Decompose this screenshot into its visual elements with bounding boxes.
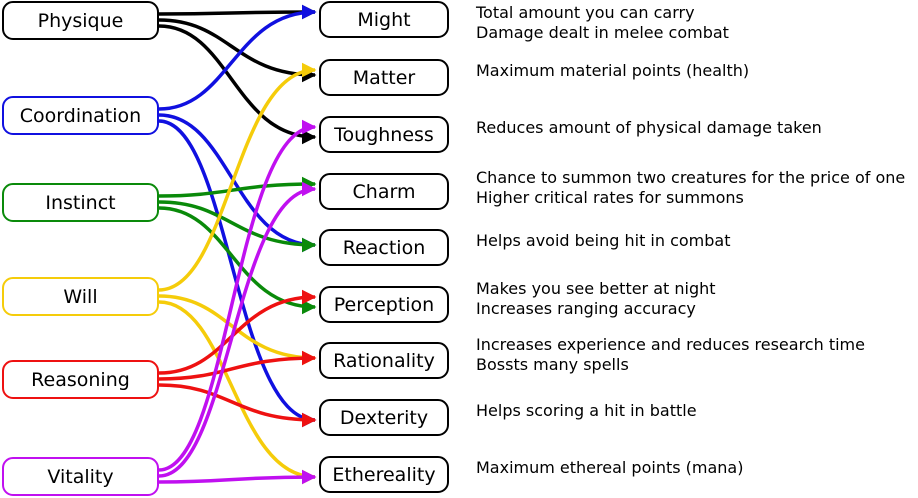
arrow-physique-to-matter <box>158 18 317 83</box>
description-line: Total amount you can carry <box>476 3 695 22</box>
arrow-instinct-to-charm <box>158 176 317 198</box>
arrow-coordination-to-dexterity <box>158 119 317 428</box>
arrow-vitality-to-toughness <box>158 119 317 472</box>
description-line: Increases experience and reduces researc… <box>476 335 865 354</box>
arrow-instinct-to-perception <box>158 206 317 315</box>
stat-label: Toughness <box>334 123 434 146</box>
stat-description-matter: Maximum material points (health) <box>476 61 916 81</box>
stat-label: Matter <box>352 66 416 89</box>
arrow-will-to-matter <box>158 62 317 292</box>
description-line: Damage dealt in melee combat <box>476 23 729 42</box>
stat-box-ethereality: Ethereality <box>319 456 449 493</box>
stat-box-charm: Charm <box>319 173 449 210</box>
stat-description-ethereality: Maximum ethereal points (mana) <box>476 458 916 478</box>
stat-box-might: Might <box>319 1 449 38</box>
stat-box-rationality: Rationality <box>319 342 449 379</box>
arrow-vitality-to-charm <box>158 181 317 478</box>
stat-label: Might <box>357 8 411 31</box>
stat-label: Reaction <box>342 236 426 259</box>
attribute-box-reasoning: Reasoning <box>2 360 159 399</box>
arrow-physique-to-toughness <box>158 24 317 145</box>
description-line: Chance to summon two creatures for the p… <box>476 168 906 187</box>
arrow-will-to-ethereality <box>158 300 317 485</box>
attribute-box-physique: Physique <box>2 1 159 40</box>
description-line: Helps avoid being hit in combat <box>476 231 731 250</box>
stat-description-toughness: Reduces amount of physical damage taken <box>476 118 916 138</box>
attribute-label: Reasoning <box>31 368 130 391</box>
description-line: Reduces amount of physical damage taken <box>476 118 822 137</box>
stat-description-charm: Chance to summon two creatures for the p… <box>476 168 916 208</box>
description-line: Helps scoring a hit in battle <box>476 401 697 420</box>
stat-label: Perception <box>333 293 435 316</box>
description-line: Makes you see better at night <box>476 279 716 298</box>
stat-box-dexterity: Dexterity <box>319 399 449 436</box>
stat-label: Ethereality <box>332 463 436 486</box>
stat-description-dexterity: Helps scoring a hit in battle <box>476 401 916 421</box>
arrow-vitality-to-ethereality <box>158 469 317 485</box>
stat-box-matter: Matter <box>319 59 449 96</box>
stat-box-perception: Perception <box>319 286 449 323</box>
description-line: Maximum material points (health) <box>476 61 750 80</box>
arrow-physique-to-might <box>158 4 317 20</box>
arrow-reasoning-to-dexterity <box>158 383 317 428</box>
description-line: Bossts many spells <box>476 355 629 374</box>
stat-label: Dexterity <box>339 406 429 429</box>
attribute-box-vitality: Vitality <box>2 457 159 496</box>
arrow-coordination-to-might <box>158 4 317 111</box>
stat-box-toughness: Toughness <box>319 116 449 153</box>
attribute-box-coordination: Coordination <box>2 96 159 135</box>
arrow-instinct-to-reaction <box>158 200 317 253</box>
attribute-label: Vitality <box>47 465 114 488</box>
attribute-label: Instinct <box>45 191 116 214</box>
attribute-label: Physique <box>37 9 124 32</box>
description-line: Maximum ethereal points (mana) <box>476 458 744 477</box>
attribute-label: Will <box>63 285 98 308</box>
attribute-label: Coordination <box>19 104 142 127</box>
arrow-reasoning-to-rationality <box>158 350 317 381</box>
stat-label: Charm <box>352 180 416 203</box>
stat-description-reaction: Helps avoid being hit in combat <box>476 231 916 251</box>
description-line: Higher critical rates for summons <box>476 188 744 207</box>
description-line: Increases ranging accuracy <box>476 299 696 318</box>
attribute-box-will: Will <box>2 277 159 316</box>
stat-box-reaction: Reaction <box>319 229 449 266</box>
stat-description-rationality: Increases experience and reduces researc… <box>476 335 916 375</box>
stat-label: Rationality <box>333 349 435 372</box>
attribute-box-instinct: Instinct <box>2 183 159 222</box>
